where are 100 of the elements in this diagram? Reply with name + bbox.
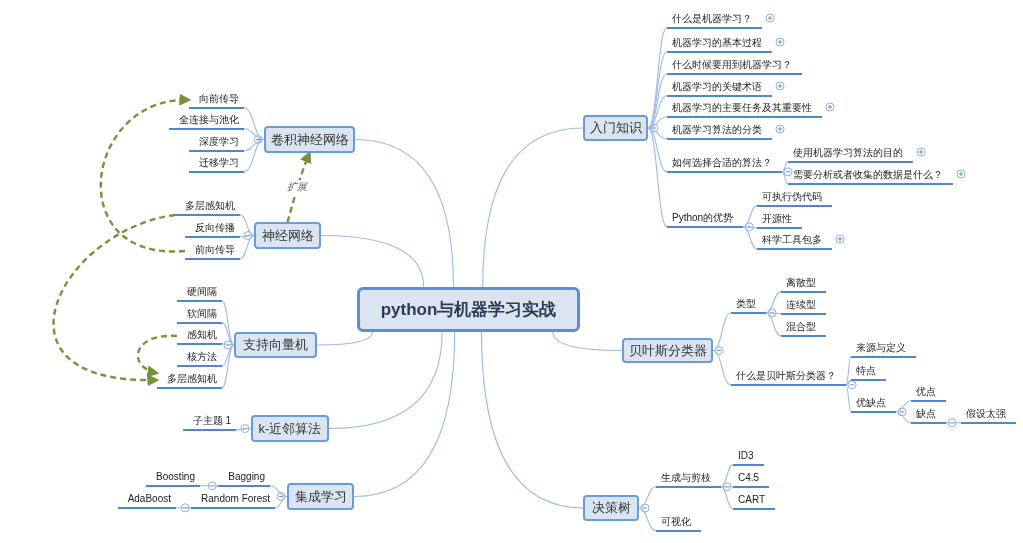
branch-line <box>742 226 758 250</box>
subtopic-label: 软间隔 <box>177 306 222 324</box>
branch-line <box>221 300 235 346</box>
relation-arrow <box>99 94 192 253</box>
branch-line <box>354 138 455 288</box>
subtopic-label: AdaBoost <box>117 491 176 509</box>
subtopic-label: 可执行伪代码 <box>757 189 832 207</box>
branch-line <box>765 312 782 337</box>
relation-arrow <box>286 150 312 223</box>
branch-line <box>845 379 852 386</box>
branch-line <box>945 422 962 424</box>
subtopic-label: 全连接与池化 <box>169 112 244 130</box>
subtopic-label: 混合型 <box>781 319 826 337</box>
subtopic-label: 前向传导 <box>185 242 240 260</box>
branch-line <box>274 495 288 509</box>
branch-line <box>320 234 425 288</box>
branch-line <box>742 205 758 228</box>
branch-line <box>647 127 668 228</box>
branch-line <box>720 486 734 510</box>
subtopic-label: 缺点 <box>911 406 946 424</box>
topic-box: 支持向量机 <box>234 332 317 358</box>
branch-line <box>221 343 235 346</box>
branch-line <box>175 507 192 509</box>
subtopic-label: 来源与定义 <box>851 340 916 358</box>
subtopic-label: 什么是贝叶斯分类器？ <box>731 368 846 386</box>
branch-line <box>895 400 912 413</box>
branch-line <box>235 427 252 431</box>
subtopic-label: 什么时候要用到机器学习？ <box>667 57 802 75</box>
edge-label: 扩展 <box>285 180 310 195</box>
branch-line <box>720 486 734 488</box>
branch-line <box>482 127 584 288</box>
relation-arrow <box>52 213 176 386</box>
subtopic-label: C4.5 <box>733 470 770 488</box>
branch-line <box>353 331 456 498</box>
branch-line <box>552 331 623 352</box>
branch-line <box>221 322 235 346</box>
subtopic-label: 优缺点 <box>851 395 896 413</box>
topic-box: 集成学习 <box>287 483 354 510</box>
central-topic-box: python与机器学习实战 <box>357 287 580 332</box>
branch-line <box>239 214 255 237</box>
branch-line <box>720 464 734 488</box>
branch-line <box>221 344 235 389</box>
subtopic-label: 核方法 <box>177 349 222 367</box>
subtopic-label: 离散型 <box>781 275 826 293</box>
subtopic-label: 连续型 <box>781 297 826 315</box>
branch-line <box>316 331 374 346</box>
branch-line <box>781 171 789 185</box>
topic-box: 卷积神经网络 <box>264 126 355 153</box>
subtopic-label: 子主题 1 <box>182 413 236 431</box>
subtopic-label: 需要分析或者收集的数据是什么？ <box>788 167 953 185</box>
branch-line <box>269 485 288 498</box>
subtopic-label: 深度学习 <box>189 134 244 152</box>
subtopic-label: 机器学习的关键术语 <box>667 79 772 97</box>
subtopic-label: 使用机器学习算法的目的 <box>788 145 913 163</box>
topic-box: 神经网络 <box>254 222 321 249</box>
branch-line <box>712 349 732 386</box>
subtopic-label: 多层感知机 <box>175 198 240 216</box>
subtopic-label: Random Forest <box>191 491 275 509</box>
subtopic-label: 机器学习的主要任务及其重要性 <box>667 100 822 118</box>
topic-box: 入门知识 <box>583 115 648 141</box>
topic-box: k-近邻算法 <box>251 415 329 442</box>
topic-box: 决策树 <box>583 495 639 521</box>
subtopic-label: Python的优势 <box>667 210 744 228</box>
branch-line <box>845 356 852 386</box>
branch-line <box>765 312 782 315</box>
subtopic-label: 迁移学习 <box>189 155 244 173</box>
subtopic-label: ID3 <box>733 448 764 466</box>
subtopic-label: 向前传导 <box>189 91 244 109</box>
branch-line <box>895 411 912 424</box>
subtopic-label: 开源性 <box>757 211 802 229</box>
branch-line <box>742 226 758 229</box>
branch-line <box>221 344 235 367</box>
subtopic-label: 什么是机器学习？ <box>667 11 762 29</box>
subtopic-label: 机器学习算法的分类 <box>667 122 772 140</box>
subtopic-label: 机器学习的基本过程 <box>667 35 772 53</box>
branch-line <box>638 507 657 532</box>
branch-line <box>765 291 782 314</box>
branch-line <box>199 485 219 487</box>
subtopic-label: 生成与剪枝 <box>656 470 721 488</box>
topic-box: 贝叶斯分类器 <box>622 338 713 363</box>
branch-line <box>239 234 255 238</box>
subtopic-label: Bagging <box>218 469 270 487</box>
subtopic-label: Boosting <box>146 469 200 487</box>
branch-line <box>647 127 668 173</box>
branch-line <box>243 138 265 152</box>
subtopic-label: 如何选择合适的算法？ <box>667 155 782 173</box>
subtopic-label: 可视化 <box>656 514 701 532</box>
subtopic-label: 反向传播 <box>185 220 240 238</box>
relation-arrow <box>136 334 177 377</box>
branch-line <box>712 312 732 352</box>
subtopic-label: 感知机 <box>177 327 222 345</box>
branch-line <box>638 486 657 509</box>
subtopic-label: CART <box>733 492 776 510</box>
branch-line <box>328 331 443 430</box>
subtopic-label: 特点 <box>851 363 886 381</box>
subtopic-label: 假设太强 <box>961 406 1016 424</box>
branch-line <box>239 234 255 260</box>
branch-line <box>480 331 584 509</box>
branch-line <box>845 384 852 413</box>
subtopic-label: 类型 <box>731 296 766 314</box>
